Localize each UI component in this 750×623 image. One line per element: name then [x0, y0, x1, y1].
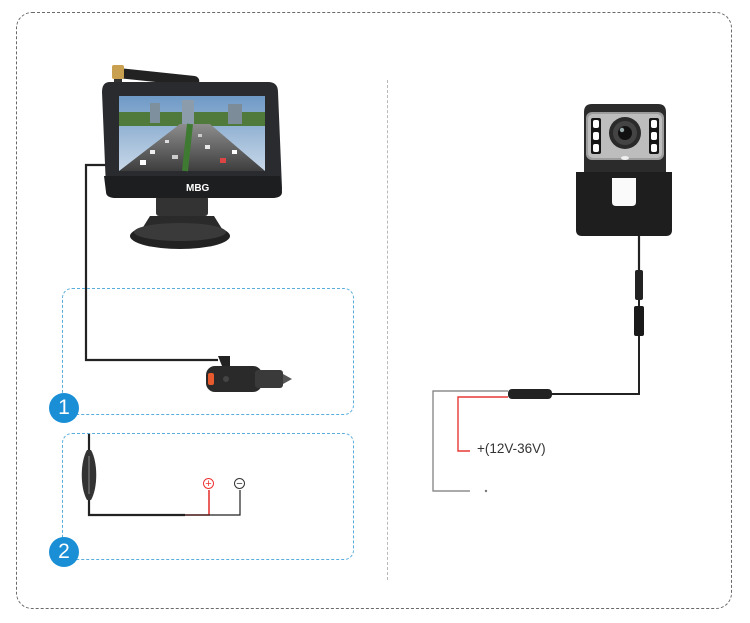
monitor-power-cable — [84, 163, 212, 362]
negative-wire — [185, 490, 241, 516]
camera-cable-lower — [552, 300, 640, 395]
panel-divider — [387, 80, 388, 580]
camera-body — [576, 104, 672, 236]
option-1-box — [62, 288, 354, 415]
hardwire-lead — [87, 500, 185, 517]
option-2-box — [62, 433, 354, 560]
camera-ground-wire — [432, 390, 508, 492]
option-1-badge: 1 — [49, 393, 79, 423]
option-2-badge: 2 — [49, 537, 79, 567]
voltage-label: +(12V-36V) — [477, 441, 546, 456]
cigarette-plug — [206, 356, 292, 392]
camera-positive-wire — [457, 396, 508, 452]
positive-terminal-symbol: + — [203, 478, 214, 490]
camera-connector-1 — [635, 270, 643, 300]
monitor-screen — [119, 96, 265, 172]
negative-terminal-symbol: − — [234, 478, 245, 490]
monitor-logo: MBG — [186, 183, 210, 194]
monitor-mount — [130, 196, 230, 249]
ground-terminal — [484, 489, 488, 493]
camera-connector-2 — [634, 306, 644, 336]
camera-junction — [508, 389, 552, 399]
diagram-frame — [16, 12, 732, 609]
